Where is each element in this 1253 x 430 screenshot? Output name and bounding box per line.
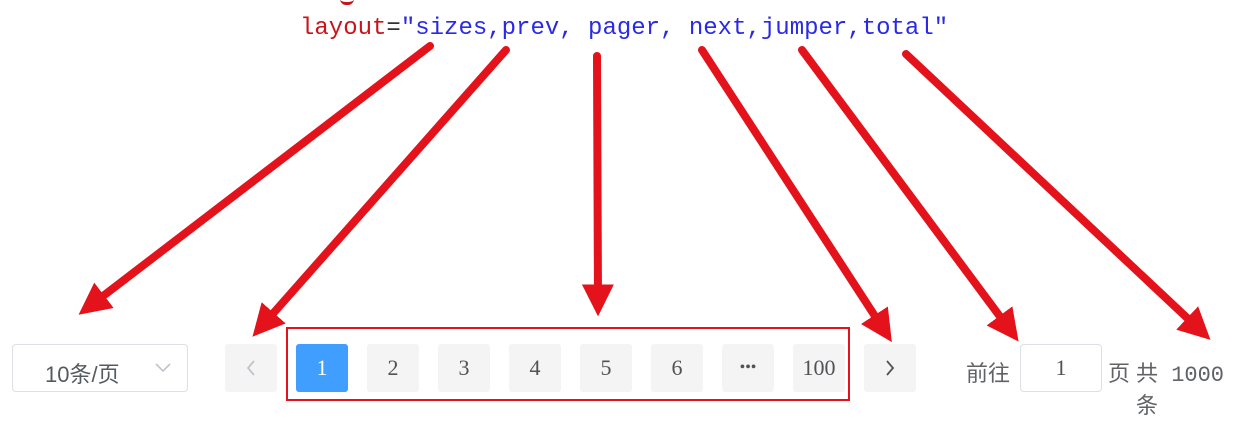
chevron-right-icon [886, 360, 895, 376]
arrow-to-prev [252, 46, 510, 337]
jumper-suffix: 页 [1108, 361, 1131, 386]
code-operator: = [386, 15, 401, 42]
more-pages-button[interactable]: ••• [722, 344, 774, 392]
chevron-left-icon [246, 360, 255, 376]
next-page-button[interactable] [864, 344, 916, 392]
total-count: 共 1000 条 [1136, 363, 1225, 420]
arrow-to-total [902, 50, 1211, 340]
jumper-input[interactable] [1020, 344, 1102, 392]
page-button-2[interactable]: 2 [367, 344, 419, 392]
arrow-to-jumper [798, 46, 1019, 342]
page-button-1[interactable]: 1 [296, 344, 348, 392]
code-fragment-top [340, 0, 354, 5]
code-attr-value: "sizes,prev, pager, next,jumper,total" [400, 15, 949, 42]
prev-page-button[interactable] [225, 344, 277, 392]
page-button-4[interactable]: 4 [509, 344, 561, 392]
page-size-select[interactable]: 10条/页 [12, 344, 188, 392]
arrow-to-sizes [78, 42, 434, 315]
jumper-prefix: 前往 [966, 361, 1011, 386]
code-attr-name: layout [300, 15, 387, 42]
arrow-to-next [698, 46, 892, 343]
page-button-6[interactable]: 6 [651, 344, 703, 392]
page-button-3[interactable]: 3 [438, 344, 490, 392]
chevron-down-icon [155, 363, 171, 373]
page-size-value: 10条/页 [45, 362, 120, 387]
pager-highlight-box [286, 327, 850, 401]
page-button-5[interactable]: 5 [580, 344, 632, 392]
code-layout-attribute: layout="sizes,prev, pager, next,jumper,t… [300, 14, 948, 44]
page-button-100[interactable]: 100 [793, 344, 845, 392]
arrow-to-pager [581, 52, 614, 317]
